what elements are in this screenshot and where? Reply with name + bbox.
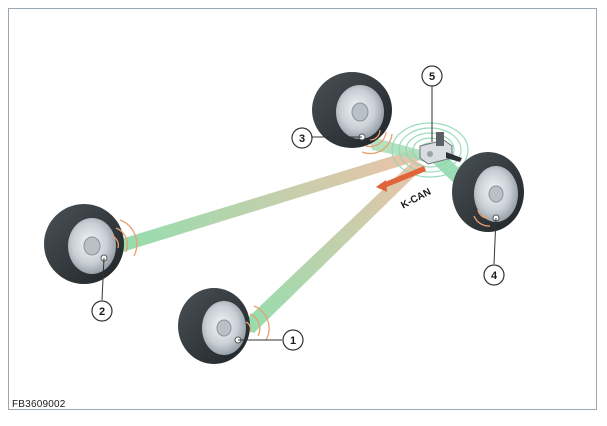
- callout-3-label: 3: [299, 133, 305, 145]
- wheel-4: [452, 152, 524, 232]
- callout-5: 5: [421, 65, 443, 87]
- sensor-waves-2: [111, 219, 138, 257]
- document-id: FB3609002: [12, 399, 66, 410]
- wheel-2: [44, 204, 138, 284]
- leader-lines: [101, 86, 497, 341]
- wheel-1: [178, 288, 270, 364]
- callout-5-label: 5: [429, 71, 435, 83]
- sensor-waves-3: [361, 129, 393, 155]
- callout-2-label: 2: [99, 306, 105, 318]
- sensor-waves-1: [245, 305, 270, 341]
- callout-1: 1: [282, 329, 304, 351]
- wheel-3: [312, 72, 393, 155]
- k-can-arrow: [376, 166, 426, 192]
- callout-1-label: 1: [290, 335, 296, 347]
- sensor-waves-4: [473, 209, 491, 227]
- callout-3: 3: [291, 127, 313, 149]
- k-can-label: K-CAN: [399, 187, 433, 212]
- callout-4-label: 4: [491, 270, 498, 282]
- tpms-receiver: [419, 132, 462, 165]
- beam-wheel-2: [108, 150, 420, 254]
- callout-4: 4: [483, 264, 505, 286]
- callout-2: 2: [91, 300, 113, 322]
- beam-wheel-1: [238, 160, 425, 333]
